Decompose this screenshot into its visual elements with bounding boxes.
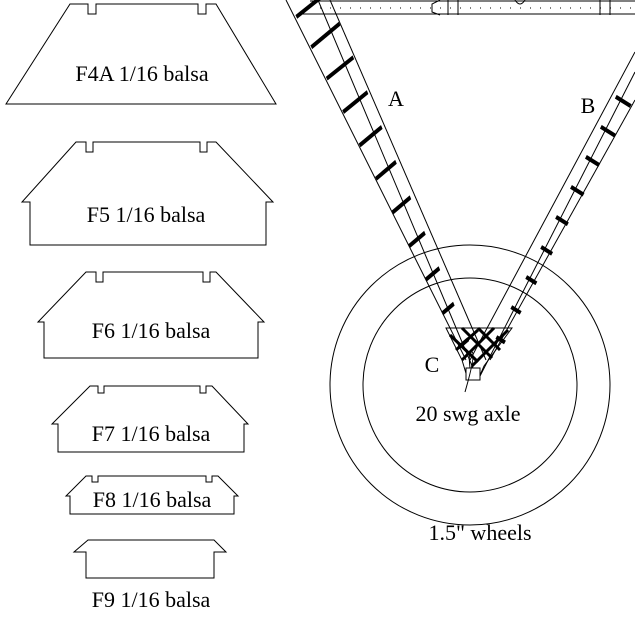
- axle-block: [465, 367, 481, 381]
- leg-a-label: A: [388, 86, 404, 111]
- axle-label: 20 swg axle: [415, 401, 520, 426]
- wheel-hub-inner: [362, 277, 578, 493]
- former-f6: F6 1/16 balsa: [36, 271, 266, 359]
- former-f6-outline: [36, 271, 266, 359]
- former-f4a-label: F4A 1/16 balsa: [75, 61, 208, 86]
- former-f5-label: F5 1/16 balsa: [87, 202, 206, 227]
- former-f7: F7 1/16 balsa: [50, 385, 250, 453]
- wheel: [329, 244, 611, 526]
- wheel-tyre-outer: [329, 244, 611, 526]
- former-f9-outline: [72, 539, 228, 579]
- leg-b-label: B: [581, 93, 596, 118]
- former-f4a-outline: [5, 3, 277, 105]
- former-f9-label: F9 1/16 balsa: [92, 587, 211, 612]
- former-f9: F9 1/16 balsa: [72, 539, 228, 612]
- former-f8-label: F8 1/16 balsa: [93, 487, 212, 512]
- leg-b: [469, 51, 635, 381]
- former-f5-outline: [20, 141, 275, 246]
- former-f8-outline: [64, 475, 240, 515]
- former-f8: F8 1/16 balsa: [64, 475, 240, 515]
- wheel-label: 1.5" wheels: [428, 520, 531, 545]
- former-f6-label: F6 1/16 balsa: [92, 318, 211, 343]
- former-f7-label: F7 1/16 balsa: [92, 421, 211, 446]
- former-f7-outline: [50, 385, 250, 453]
- axle-leader-line: [464, 351, 474, 393]
- former-f4a: F4A 1/16 balsa: [5, 3, 277, 105]
- former-f5: F5 1/16 balsa: [20, 141, 275, 246]
- joint-c-label: C: [425, 352, 440, 377]
- joint-c: [445, 326, 513, 381]
- fuselage-bottom: [300, 0, 635, 16]
